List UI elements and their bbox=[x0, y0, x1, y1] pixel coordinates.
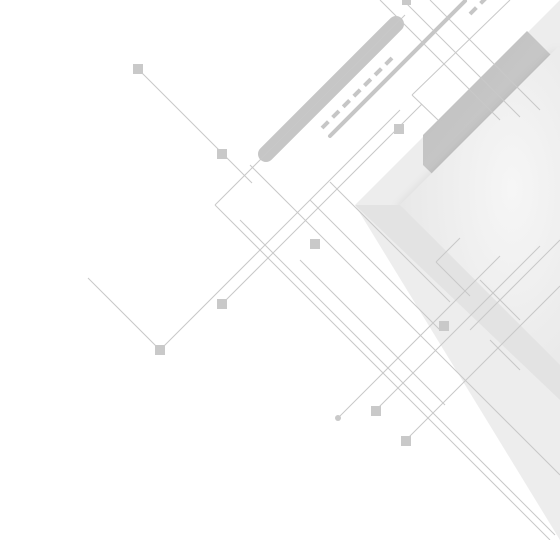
node-square bbox=[217, 149, 227, 159]
node-square bbox=[394, 124, 404, 134]
rounded-bar-thin bbox=[328, 0, 467, 138]
diamond-panel-face bbox=[400, 45, 560, 365]
node-square bbox=[217, 299, 227, 309]
node-dot bbox=[335, 415, 341, 421]
dashed-bar bbox=[320, 56, 394, 130]
diamond-panel-group bbox=[355, 0, 560, 540]
node-square bbox=[439, 321, 449, 331]
node-square bbox=[133, 64, 143, 74]
node-square bbox=[155, 345, 165, 355]
node-square bbox=[371, 406, 381, 416]
dashed-bar-top bbox=[468, 0, 487, 16]
node-square bbox=[402, 0, 411, 5]
circuit-nodes bbox=[133, 0, 449, 446]
diamond-panel-shadow-strip bbox=[355, 205, 560, 400]
node-square bbox=[310, 239, 320, 249]
circuit-lines bbox=[87, 0, 560, 540]
node-square bbox=[401, 436, 411, 446]
